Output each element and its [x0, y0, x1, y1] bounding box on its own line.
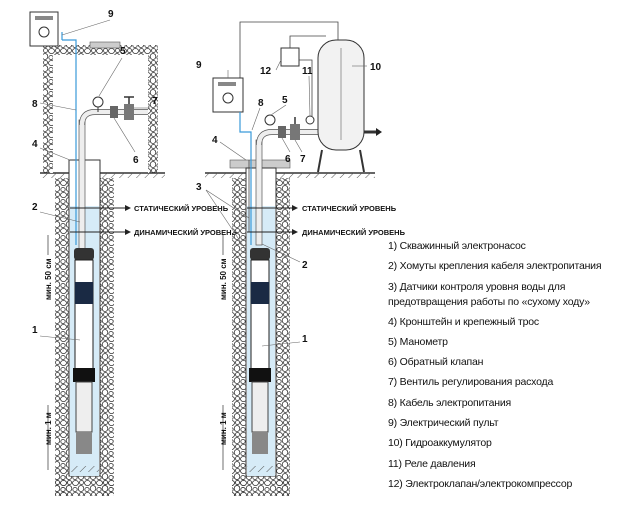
callout-11-right: 11 — [302, 66, 313, 77]
callout-5-left: 5 — [120, 46, 126, 57]
static-level-label-right: СТАТИЧЕСКИЙ УРОВЕНЬ — [302, 204, 397, 213]
callout-12-right: 12 — [260, 66, 272, 77]
legend-item: 4) Кронштейн и крепежный трос — [388, 315, 539, 328]
pit-wall-right — [148, 55, 158, 173]
min-1m-label-right: мин. 1 м — [219, 412, 228, 445]
legend-item: 2) Хомуты крепления кабеля электропитани… — [388, 260, 602, 273]
callout-7-right: 7 — [300, 154, 306, 165]
dynamic-level-label-left: ДИНАМИЧЕСКИЙ УРОВЕНЬ — [134, 228, 238, 237]
legend-item: 1) Скважинный электронасос — [388, 240, 526, 252]
legend: 1) Скважинный электронасос 2) Хомуты кре… — [388, 236, 638, 494]
callout-7-left: 7 — [152, 96, 158, 107]
callout-1-right: 1 — [302, 334, 308, 345]
legend-item: 8) Кабель электропитания — [388, 396, 512, 409]
min-50cm-label-right: мин. 50 см — [219, 258, 228, 300]
min-1m-label-left: мин. 1 м — [44, 412, 53, 445]
min-50cm-label-left: мин. 50 см — [44, 258, 53, 300]
callout-2-right: 2 — [302, 260, 308, 271]
callout-6-right: 6 — [285, 154, 291, 165]
submersible-pump-right — [249, 248, 271, 454]
callout-4-left: 4 — [32, 139, 38, 150]
callout-2-left: 2 — [32, 202, 38, 213]
legend-item: 7) Вентиль регулирования расхода — [388, 376, 554, 389]
flow-valve — [124, 104, 134, 120]
right-installation: СТАТИЧЕСКИЙ УРОВЕНЬ ДИНАМИЧЕСКИЙ УРОВЕНЬ… — [196, 21, 406, 496]
legend-item: 6) Обратный клапан — [388, 356, 484, 369]
callout-3-right: 3 — [196, 182, 202, 193]
callout-6-left: 6 — [133, 155, 139, 166]
static-level-label-left: СТАТИЧЕСКИЙ УРОВЕНЬ — [134, 204, 229, 213]
dynamic-level-label-right: ДИНАМИЧЕСКИЙ УРОВЕНЬ — [302, 228, 406, 237]
pressure-tank — [317, 39, 382, 173]
legend-item: 11) Реле давления — [388, 457, 476, 470]
well-wall-left — [55, 178, 69, 496]
legend-item: 5) Манометр — [388, 335, 448, 348]
ground-hatch — [40, 173, 165, 178]
callout-8-left: 8 — [32, 99, 38, 110]
well-wall-right — [100, 178, 114, 496]
riser-pipe — [78, 119, 86, 251]
callout-9-right: 9 — [196, 60, 202, 71]
power-cable — [61, 32, 77, 245]
pressure-gauge — [92, 96, 104, 108]
solenoid-compressor-box — [280, 47, 300, 67]
pressure-switch — [305, 115, 315, 125]
legend-item: 3) Датчики контроля уровня воды для пред… — [388, 280, 590, 308]
pit-wall-left — [43, 55, 53, 173]
legend-item: 12) Электроклапан/электрокомпрессор — [388, 477, 573, 490]
callout-5-right: 5 — [282, 95, 288, 106]
pit-roof — [43, 45, 158, 55]
callout-8-right: 8 — [258, 98, 264, 109]
left-installation: СТАТИЧЕСКИЙ УРОВЕНЬ ДИНАМИЧЕСКИЙ УРОВЕНЬ… — [29, 9, 238, 496]
legend-item: 10) Гидроаккумулятор — [388, 437, 492, 450]
callout-10-right: 10 — [370, 62, 382, 73]
legend-item: 9) Электрический пульт — [388, 417, 499, 430]
callout-9-left: 9 — [108, 9, 114, 20]
gravel-filter — [70, 466, 99, 472]
well-bottom — [55, 476, 114, 496]
submersible-pump — [73, 248, 95, 454]
pit-hatch-cover — [89, 41, 121, 49]
check-valve — [110, 106, 118, 118]
callout-4-right: 4 — [212, 135, 218, 146]
callout-1-left: 1 — [32, 325, 38, 336]
